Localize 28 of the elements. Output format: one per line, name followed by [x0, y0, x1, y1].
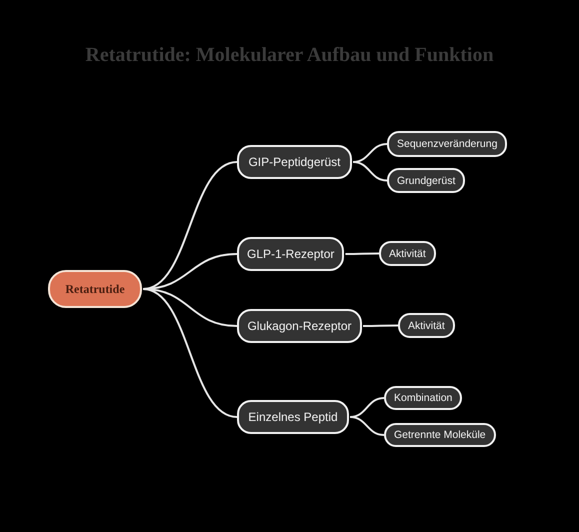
- leaf-topic: [398, 313, 455, 338]
- leaf-topic: [384, 386, 462, 410]
- leaf-topic: [379, 241, 436, 266]
- topic-label: Einzelnes Peptid: [248, 410, 338, 424]
- topic-label: GIP-Peptidgerüst: [248, 155, 341, 169]
- leaf-topic: [384, 423, 496, 447]
- leaf-topic: [387, 131, 508, 157]
- topic-label: GLP-1-Rezeptor: [247, 247, 334, 261]
- topic-label: Grundgerüst: [397, 174, 456, 186]
- connector-line: [142, 288, 238, 418]
- diagram-title: Retatrutide: Molekularer Aufbau und Funktion: [85, 44, 494, 67]
- topic-label: Aktivität: [389, 248, 426, 260]
- branch-topic: [237, 400, 349, 434]
- leaf-topic: [387, 168, 466, 193]
- topic-label: Aktivität: [408, 320, 445, 332]
- topic-label: Sequenzveränderung: [397, 138, 498, 150]
- central-topic: [48, 270, 142, 308]
- topic-label: Kombination: [394, 392, 452, 404]
- connector-line: [352, 161, 388, 182]
- topic-label: Retatrutide: [65, 282, 125, 296]
- topic-label: Getrennte Moleküle: [394, 429, 486, 441]
- branch-topic: [237, 237, 344, 271]
- branch-topic: [237, 309, 362, 343]
- connector-line: [363, 324, 398, 327]
- connector-line: [350, 416, 384, 436]
- connector-line: [345, 252, 379, 255]
- branch-topic: [237, 145, 352, 179]
- topic-label: Glukagon-Rezeptor: [247, 319, 352, 333]
